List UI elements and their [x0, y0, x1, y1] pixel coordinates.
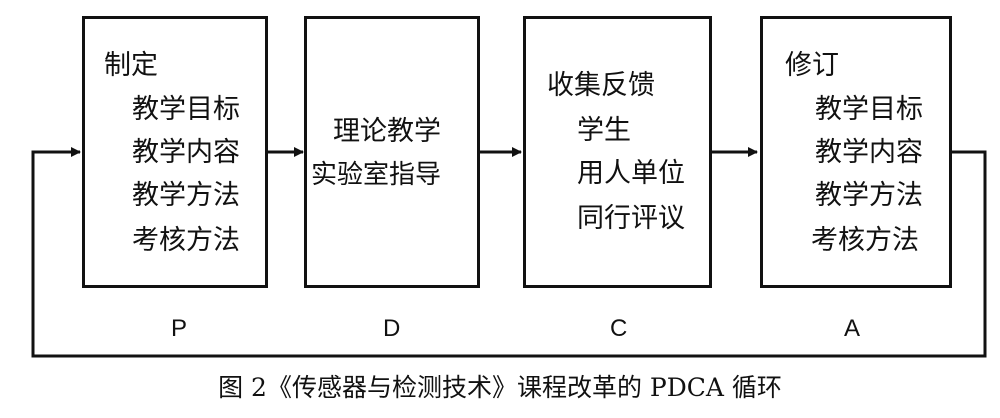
stage-d-item: 实验室指导 — [311, 160, 442, 190]
stage-d-item: 理论教学 — [333, 116, 441, 147]
stage-p-item: 教学内容 — [132, 137, 240, 168]
stage-c-heading: 收集反馈 — [547, 70, 655, 101]
stage-a-item: 教学目标 — [815, 94, 923, 125]
stage-p-item: 教学方法 — [132, 180, 240, 211]
stage-letter-p: P — [171, 315, 188, 342]
stage-letter-d: D — [383, 315, 401, 342]
stage-p-item: 教学目标 — [132, 94, 240, 125]
stage-a-item: 考核方法 — [811, 225, 919, 256]
feedback-loop-line — [31, 147, 987, 358]
stage-c-item: 同行评议 — [577, 203, 685, 234]
stage-c-item: 用人单位 — [577, 158, 685, 189]
stage-p-heading: 制定 — [104, 50, 158, 81]
stage-box-a — [760, 16, 952, 288]
stage-a-heading: 修订 — [785, 50, 839, 81]
stage-a-item: 教学内容 — [815, 137, 923, 168]
stage-box-p — [82, 16, 268, 288]
stage-p-item: 考核方法 — [132, 225, 240, 256]
figure-caption: 图 2《传感器与检测技术》课程改革的 PDCA 循环 — [218, 373, 782, 402]
stage-letter-a: A — [844, 315, 861, 342]
stage-box-d — [304, 16, 480, 288]
stage-box-c — [523, 16, 712, 288]
stage-letter-c: C — [610, 315, 628, 342]
stage-a-item: 教学方法 — [815, 180, 923, 211]
stage-c-item: 学生 — [577, 115, 631, 146]
